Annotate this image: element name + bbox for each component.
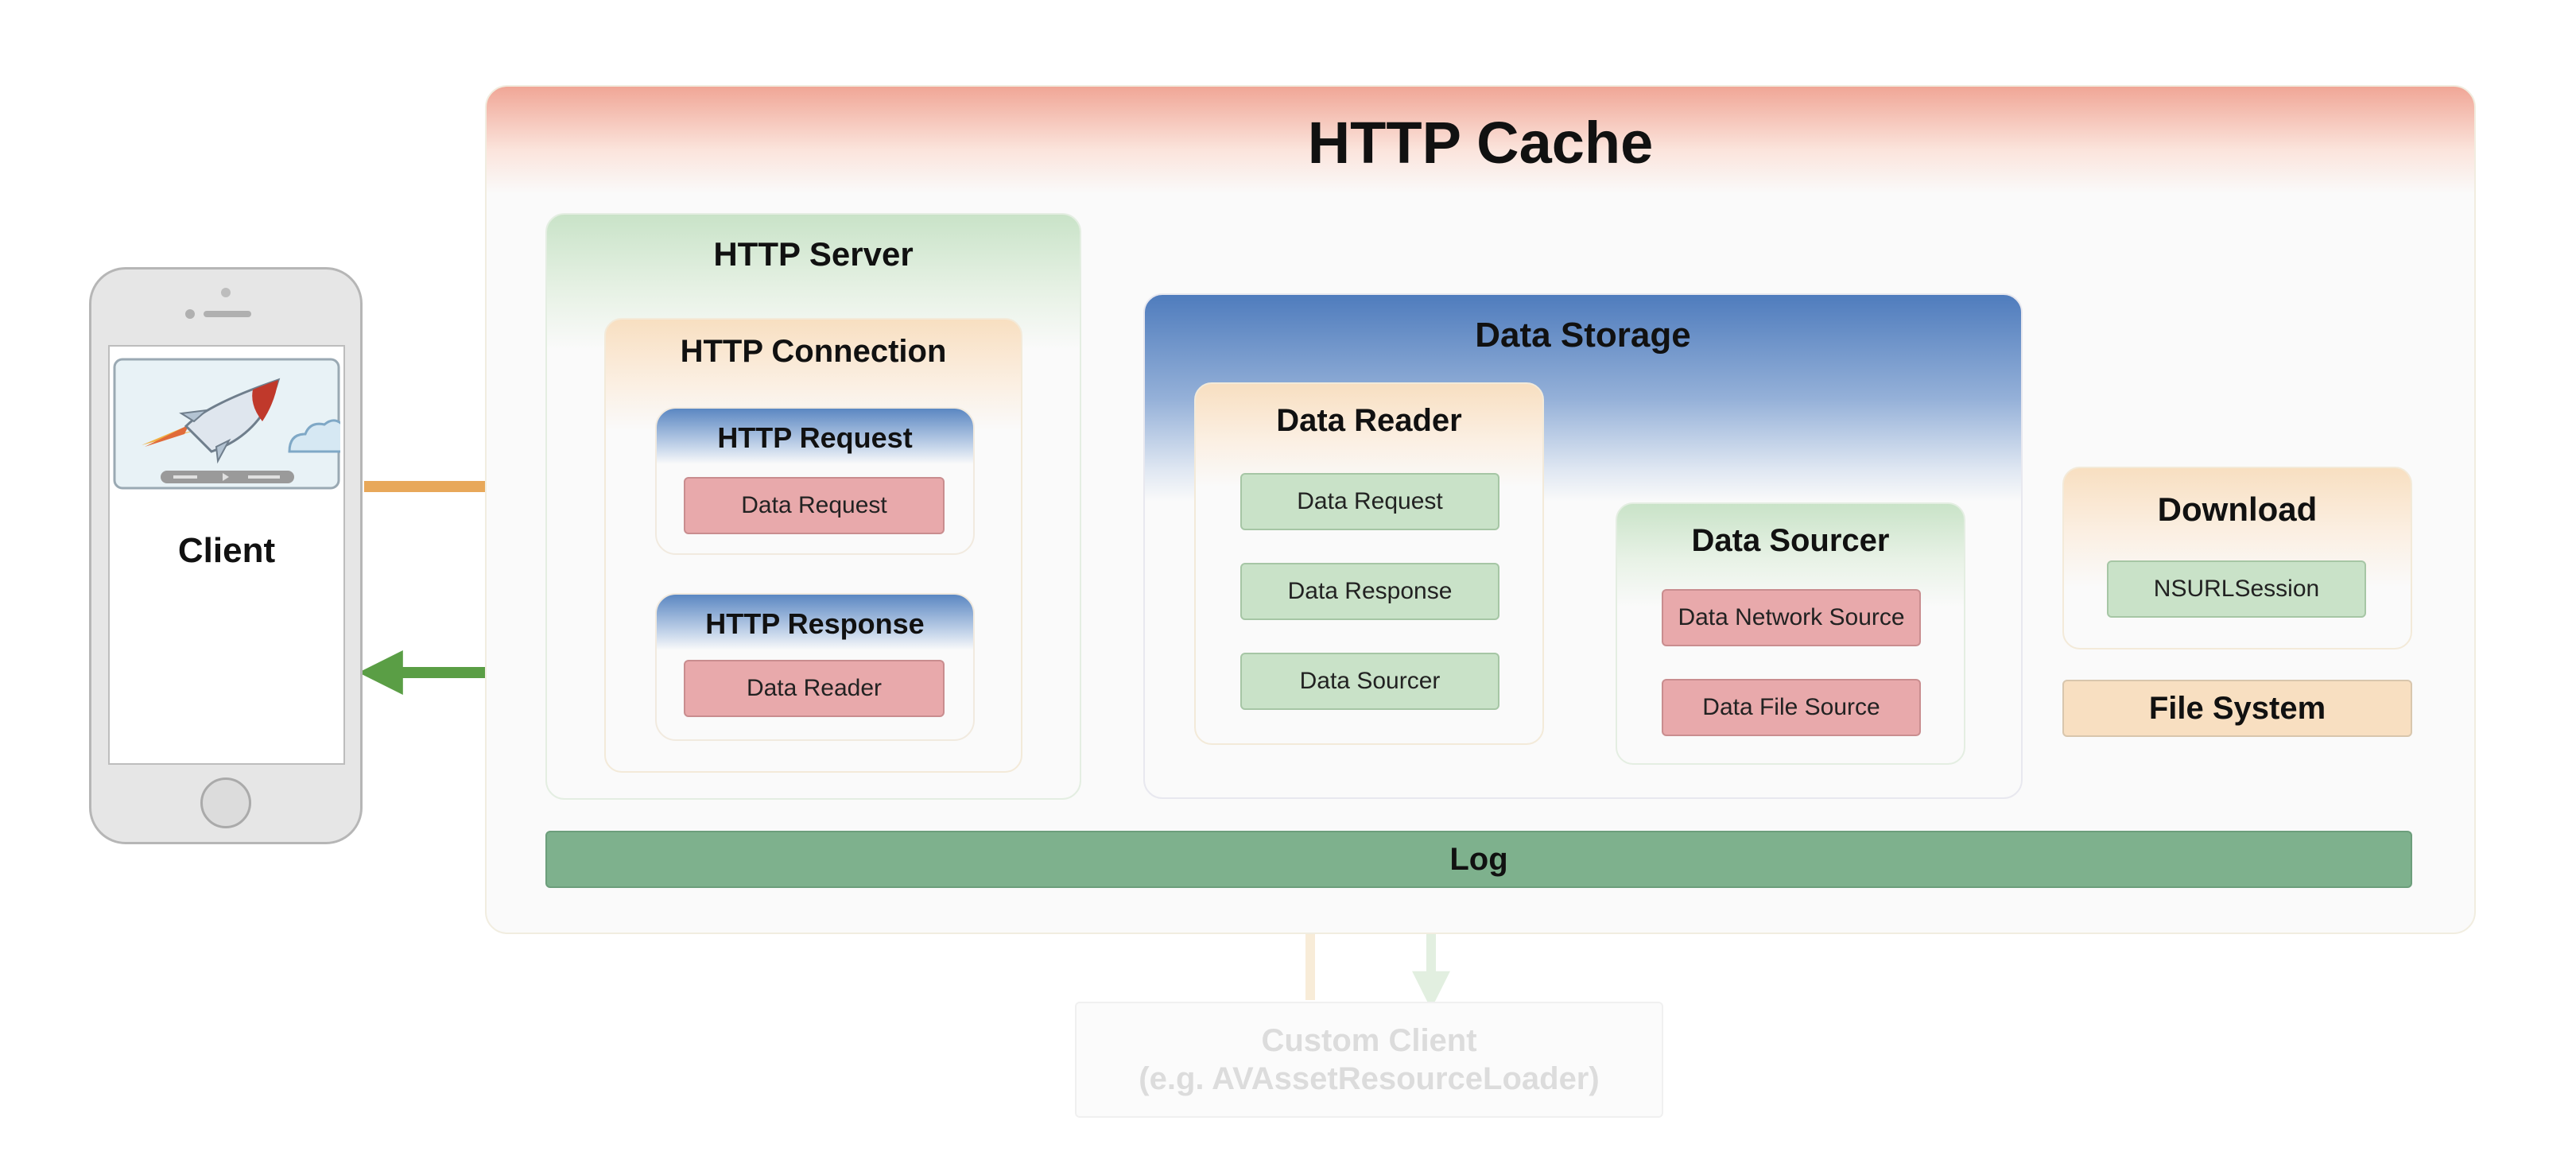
phone-sensor — [221, 288, 231, 297]
log-bar: Log — [545, 831, 2412, 888]
nsurlsession-box: NSURLSession — [2107, 560, 2366, 618]
data-storage-title: Data Storage — [1475, 316, 1691, 355]
phone-speaker — [204, 311, 251, 317]
data-network-source-box: Data Network Source — [1662, 589, 1921, 646]
data-file-source-box: Data File Source — [1662, 679, 1921, 736]
data-sourcer-title: Data Sourcer — [1691, 523, 1890, 558]
reader-data-response-box: Data Response — [1240, 563, 1499, 620]
client-label: Client — [177, 531, 276, 570]
http-server-title: HTTP Server — [713, 235, 914, 273]
phone-camera — [185, 309, 195, 319]
rocket-video-thumbnail-icon — [113, 358, 340, 490]
custom-client-line2: (e.g. AVAssetResourceLoader) — [1139, 1061, 1600, 1096]
reader-data-sourcer-box: Data Sourcer — [1240, 653, 1499, 710]
server-data-reader-box: Data Reader — [684, 660, 945, 717]
custom-client-box: Custom Client (e.g. AVAssetResourceLoade… — [1075, 1002, 1663, 1118]
download-title: Download — [2157, 491, 2318, 528]
http-request-title: HTTP Request — [717, 421, 913, 454]
download-container: Download — [2062, 467, 2412, 649]
http-connection-title: HTTP Connection — [680, 334, 947, 369]
reader-data-request-box: Data Request — [1240, 473, 1499, 530]
data-reader-title: Data Reader — [1276, 403, 1462, 438]
custom-client-line1: Custom Client — [1261, 1023, 1477, 1058]
file-system-box: File System — [2062, 680, 2412, 737]
http-cache-title: HTTP Cache — [1307, 110, 1654, 176]
phone-home-button — [200, 777, 251, 828]
server-data-request-box: Data Request — [684, 477, 945, 534]
http-response-title: HTTP Response — [705, 607, 925, 640]
